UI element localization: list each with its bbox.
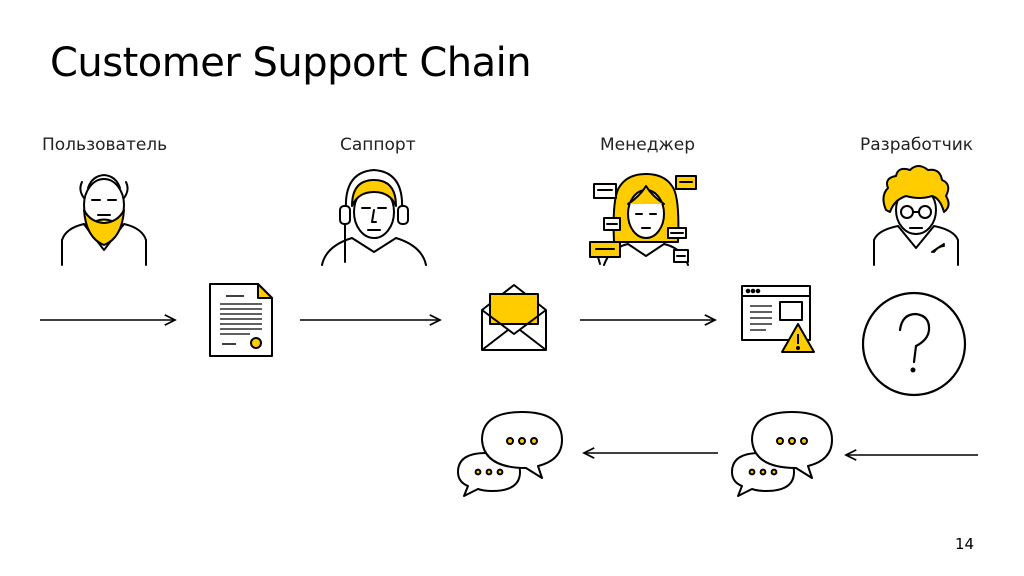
document-icon — [209, 283, 273, 357]
manager-avatar-icon — [589, 173, 697, 266]
question-icon — [861, 291, 967, 397]
envelope-icon — [481, 284, 547, 351]
user-avatar-icon — [61, 174, 147, 266]
role-label-support: Саппорт — [340, 135, 416, 155]
chat-bubbles-icon — [731, 411, 833, 497]
role-label-developer: Разработчик — [860, 135, 974, 155]
page-title: Customer Support Chain — [50, 40, 532, 86]
role-label-manager: Менеджер — [600, 135, 696, 155]
page-number: 14 — [955, 535, 975, 553]
role-label-user: Пользователь — [42, 135, 168, 155]
chat-bubbles-icon-left — [457, 411, 563, 497]
browser-warning-icon — [741, 285, 815, 353]
developer-avatar-icon — [873, 165, 959, 266]
support-avatar-icon — [321, 169, 427, 266]
